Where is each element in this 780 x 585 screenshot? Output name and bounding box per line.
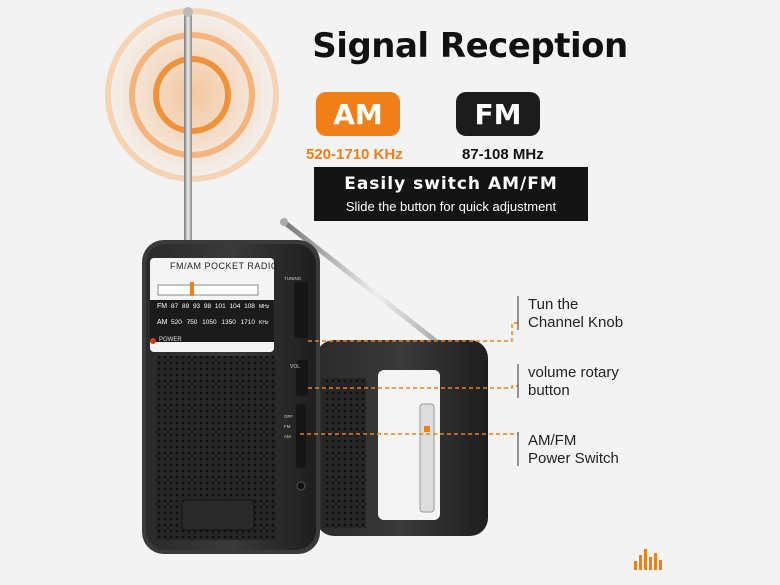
sound-bars-logo-icon (634, 549, 662, 570)
callout-tuning-knob: Tun the Channel Knob (528, 296, 623, 332)
tuning-label: TUNING (284, 276, 302, 281)
am-freq: 520 (171, 319, 182, 326)
callout-volume: volume rotary button (528, 364, 619, 400)
front-radio (142, 240, 320, 554)
fm-scale: 87 89 93 98 101 104 108 (171, 303, 255, 310)
callout-power-switch: AM/FM Power Switch (528, 432, 619, 468)
fm-freq: 108 (244, 303, 255, 310)
am-freq: 750 (186, 319, 198, 326)
am-freq: 1710 (240, 319, 255, 326)
am-badge: AM (316, 92, 400, 136)
callout-line-1: Tun the (528, 296, 579, 313)
fm-freq: 89 (181, 303, 190, 310)
am-range: 520-1710 KHz (306, 146, 403, 163)
switch-label: OFF (284, 414, 293, 419)
fm-unit: MHz (259, 304, 270, 310)
am-row-label: AM (157, 319, 168, 326)
am-unit: KHz (259, 320, 269, 326)
fm-badge: FM (456, 92, 540, 136)
am-freq: 1350 (221, 319, 236, 326)
banner-subtitle: Slide the button for quick adjustment (345, 199, 557, 214)
power-label: POWER (159, 337, 182, 343)
front-antenna (183, 7, 193, 242)
am-freq: 1050 (202, 319, 217, 326)
switch-label: AM (284, 434, 291, 439)
callout-line-2: button (528, 382, 570, 399)
banner-title: Easily switch AM/FM (344, 174, 558, 194)
switch-labels: OFF FM AM (284, 412, 293, 442)
radio-brand-label: FM/AM POCKET RADIO (170, 261, 279, 271)
callout-line-2: Channel Knob (528, 314, 624, 331)
fm-freq: 93 (192, 303, 201, 310)
fm-row-label: FM (157, 303, 168, 310)
headline: Signal Reception (312, 26, 628, 66)
fm-freq: 98 (203, 303, 212, 310)
fm-freq: 101 (214, 303, 226, 310)
rear-radio (316, 340, 488, 536)
am-scale: 520 750 1050 1350 1710 (171, 319, 255, 326)
callout-line-2: Power Switch (528, 450, 619, 467)
vol-label: VOL (290, 364, 301, 370)
fm-freq: 104 (229, 303, 241, 310)
callout-line-1: volume rotary (528, 364, 619, 381)
switch-banner: Easily switch AM/FM Slide the button for… (314, 167, 588, 221)
switch-label: FM (284, 424, 291, 429)
fm-range: 87-108 MHz (462, 146, 544, 163)
callout-line-1: AM/FM (528, 432, 577, 449)
fm-freq: 87 (171, 303, 179, 310)
